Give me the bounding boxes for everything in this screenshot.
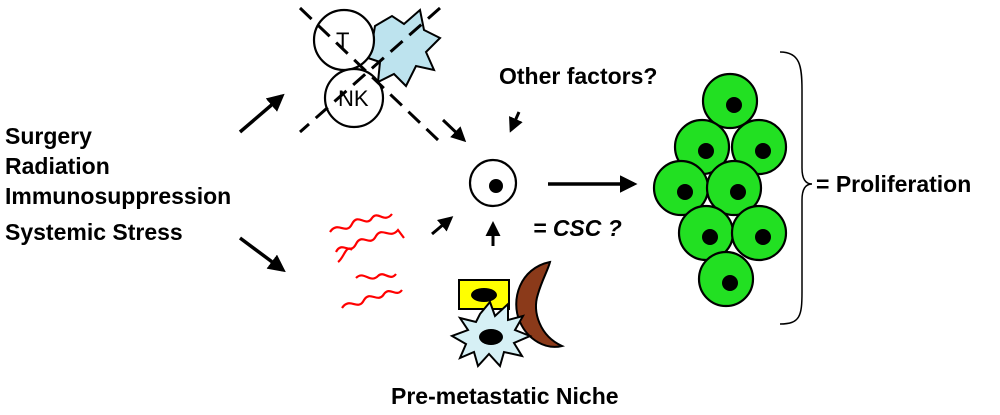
cross-out-line-2 bbox=[299, 6, 441, 134]
arrow-matrix-to-cell bbox=[431, 216, 454, 236]
proliferating-cell bbox=[730, 204, 788, 262]
immune-cell-group: T NK bbox=[298, 6, 442, 142]
cross-out-line-1 bbox=[298, 6, 440, 142]
proliferating-cells bbox=[652, 72, 788, 308]
arrow-to-immune bbox=[238, 93, 285, 134]
disseminated-cell bbox=[468, 158, 518, 208]
dendritic-cell bbox=[360, 8, 442, 88]
cause-surgery: Surgery bbox=[5, 123, 92, 149]
niche-label: Pre-metastatic Niche bbox=[391, 383, 619, 409]
proliferating-cell bbox=[701, 72, 759, 130]
nk-cell-label: NK bbox=[338, 86, 369, 111]
arrow-immune-to-cell bbox=[441, 118, 467, 143]
proliferating-cell bbox=[697, 250, 755, 308]
proliferation-label: = Proliferation bbox=[816, 171, 971, 197]
niche-yellow-nucleus bbox=[471, 288, 497, 302]
proliferating-cell bbox=[705, 159, 763, 217]
nk-cell bbox=[323, 67, 385, 129]
cause-systemic-stress: Systemic Stress bbox=[5, 219, 183, 245]
cause-radiation: Radiation bbox=[5, 153, 110, 179]
other-factors-label: Other factors? bbox=[499, 63, 657, 89]
csc-label: = CSC ? bbox=[533, 215, 622, 241]
proliferating-cell bbox=[730, 118, 788, 176]
matrix-fibers bbox=[329, 213, 405, 309]
nucleus bbox=[489, 179, 503, 193]
cause-immunosuppression: Immunosuppression bbox=[5, 183, 231, 209]
spiky-cell-nucleus bbox=[479, 329, 503, 345]
niche-cells bbox=[449, 260, 566, 368]
arrow-factors-to-cell bbox=[509, 111, 523, 133]
arrow-to-matrix bbox=[238, 236, 286, 273]
macrophage bbox=[515, 260, 566, 348]
bracket bbox=[779, 51, 813, 325]
